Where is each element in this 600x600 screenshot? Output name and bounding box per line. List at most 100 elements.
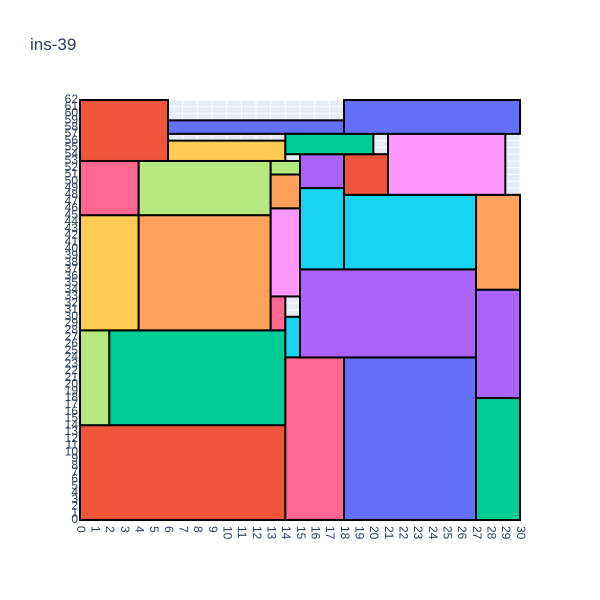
y-tick-label: 29	[65, 316, 79, 330]
x-tick-label: 12	[250, 526, 264, 540]
y-tick-label: 55	[65, 140, 79, 154]
y-tick-label: 30	[65, 309, 79, 323]
y-tick-label: 20	[65, 377, 79, 391]
y-tick-label: 49	[65, 180, 79, 194]
x-tick-label: 26	[455, 526, 469, 540]
x-tick-label: 2	[103, 526, 117, 533]
y-tick-label: 37	[65, 262, 79, 276]
x-tick-label: 5	[147, 526, 161, 533]
y-tick-label: 12	[65, 431, 79, 445]
y-tick-label: 56	[65, 133, 79, 147]
chart-rect-10	[269, 159, 301, 176]
rectangles	[79, 99, 521, 521]
x-tick-label: 1	[88, 526, 102, 533]
x-tick-label: 17	[323, 526, 337, 540]
y-tick-label: 31	[65, 302, 79, 316]
y-tick-label: 15	[65, 411, 79, 425]
x-tick-label: 13	[264, 526, 278, 540]
y-tick-label: 45	[65, 207, 79, 221]
chart-rect-7	[79, 99, 169, 162]
y-tick-label: 10	[65, 444, 79, 458]
y-tick-label: 53	[65, 153, 79, 167]
chart-rect-5	[79, 159, 140, 217]
x-tick-label: 4	[132, 526, 146, 533]
chart-rect-18	[475, 288, 521, 400]
chart-rect-13	[269, 295, 287, 332]
x-tick-label: 3	[118, 526, 132, 533]
y-tick-label: 0	[71, 512, 78, 526]
y-tick-label: 33	[65, 289, 79, 303]
x-tick-label: 18	[338, 526, 352, 540]
y-tick-label: 60	[65, 106, 79, 120]
x-tick-label: 11	[235, 526, 249, 539]
y-tick-label: 3	[71, 492, 78, 506]
chart-rect-24	[343, 153, 389, 196]
y-tick-label: 19	[65, 383, 79, 397]
y-tick-label: 48	[65, 187, 79, 201]
x-tick-label: 27	[470, 526, 484, 540]
y-tick-label: 16	[65, 404, 79, 418]
x-tick-label: 15	[294, 526, 308, 540]
y-tick-label: 50	[65, 173, 79, 187]
y-tick-label: 32	[65, 295, 79, 309]
y-tick-label: 26	[65, 336, 79, 350]
y-tick-label: 43	[65, 221, 79, 235]
chart-rect-6	[137, 159, 272, 217]
x-tick-label: 19	[352, 526, 366, 540]
chart-rect-27	[343, 99, 521, 135]
y-tick-label: 41	[65, 234, 79, 248]
x-tick-label: 0	[74, 526, 88, 533]
y-tick-label: 57	[65, 126, 79, 140]
chart-rect-17	[475, 397, 521, 521]
y-tick-label: 2	[71, 499, 78, 513]
y-tick-label: 58	[65, 119, 79, 133]
y-axis-ticks: 0123456789101112131415161718192021222324…	[65, 92, 79, 526]
y-tick-label: 39	[65, 248, 79, 262]
chart-rect-4	[137, 214, 272, 332]
x-tick-label: 20	[367, 526, 381, 540]
x-tick-label: 24	[426, 526, 440, 540]
y-tick-label: 42	[65, 228, 79, 242]
chart-rect-12	[269, 207, 301, 298]
x-tick-label: 25	[440, 526, 454, 540]
chart-rect-1	[79, 329, 111, 427]
chart-rect-16	[343, 356, 477, 521]
x-tick-label: 10	[220, 526, 234, 540]
x-tick-label: 23	[411, 526, 425, 540]
y-tick-label: 6	[71, 472, 78, 486]
x-tick-label: 29	[499, 526, 513, 540]
y-tick-label: 1	[71, 505, 78, 519]
y-tick-label: 38	[65, 255, 79, 269]
x-tick-label: 8	[191, 526, 205, 533]
y-tick-label: 40	[65, 241, 79, 255]
chart-rect-11	[269, 173, 301, 210]
y-tick-label: 9	[71, 451, 78, 465]
y-tick-label: 28	[65, 322, 79, 336]
y-tick-label: 4	[71, 485, 78, 499]
y-tick-label: 8	[71, 458, 78, 472]
y-tick-label: 25	[65, 343, 79, 357]
y-tick-label: 23	[65, 356, 79, 370]
y-tick-label: 36	[65, 268, 79, 282]
x-tick-label: 16	[308, 526, 322, 540]
x-tick-label: 14	[279, 526, 293, 540]
y-tick-label: 61	[65, 99, 79, 113]
y-tick-label: 21	[65, 370, 79, 384]
y-tick-label: 62	[65, 92, 79, 106]
x-tick-label: 21	[382, 526, 396, 540]
x-tick-label: 22	[396, 526, 410, 540]
x-tick-label: 9	[206, 526, 220, 533]
chart-rect-14	[284, 315, 302, 359]
chart-rect-20	[299, 268, 477, 359]
y-tick-label: 35	[65, 275, 79, 289]
y-tick-label: 13	[65, 424, 79, 438]
chart-rect-0	[79, 424, 287, 521]
x-tick-label: 28	[484, 526, 498, 540]
y-tick-label: 34	[65, 282, 79, 296]
x-tick-label: 30	[514, 526, 528, 540]
y-tick-label: 22	[65, 363, 79, 377]
y-tick-label: 11	[66, 438, 79, 452]
chart-title: ins-39	[30, 35, 76, 54]
